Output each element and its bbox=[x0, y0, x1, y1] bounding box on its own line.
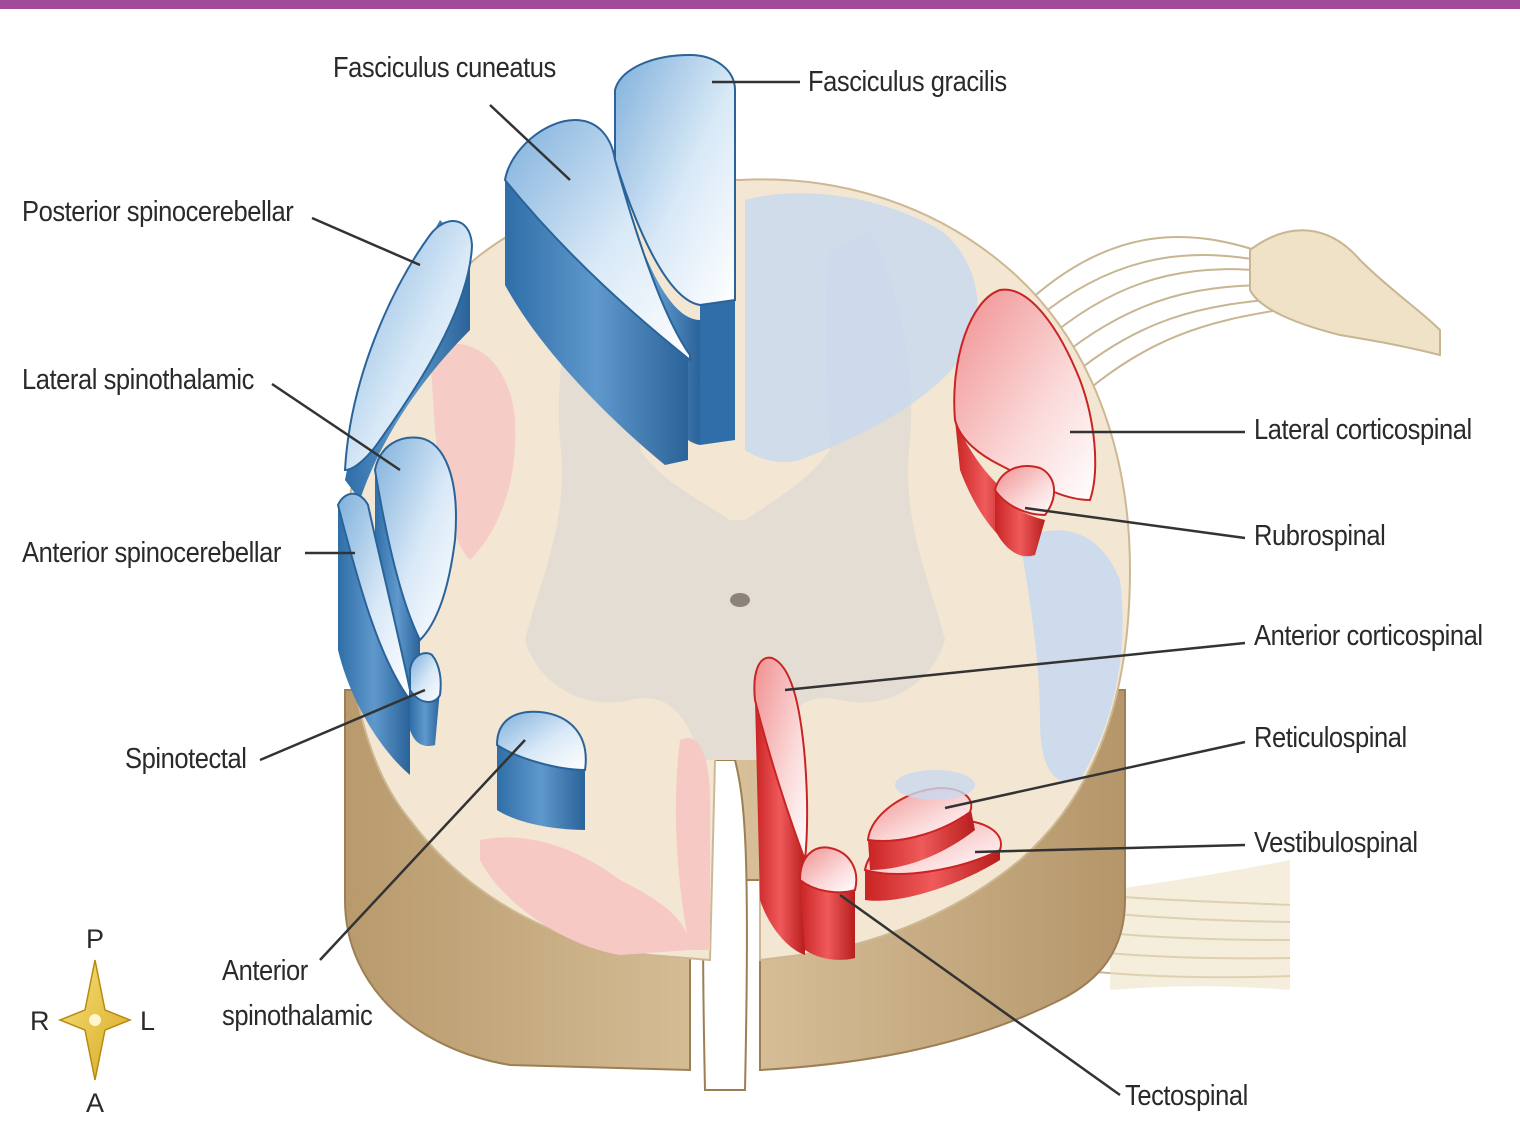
label-vestibulospinal: Vestibulospinal bbox=[1254, 827, 1418, 859]
label-anterior-spinothalamic-line2: spinothalamic bbox=[222, 1000, 373, 1032]
leader-lines bbox=[259, 80, 1246, 1097]
anterior-spinocerebellar bbox=[336, 492, 411, 704]
spinotectal bbox=[409, 652, 442, 703]
label-reticulospinal: Reticulospinal bbox=[1254, 722, 1407, 754]
compass-posterior-label: P bbox=[86, 924, 105, 954]
rubrospinal-side bbox=[995, 490, 1045, 557]
central-canal bbox=[730, 593, 750, 607]
fasciculus-gracilis-side-right bbox=[700, 300, 735, 445]
label-anterior-spinocerebellar: Anterior spinocerebellar bbox=[22, 537, 281, 569]
label-rubrospinal: Rubrospinal bbox=[1254, 520, 1386, 552]
ventral-root-sheath bbox=[1110, 860, 1290, 990]
label-tectospinal: Tectospinal bbox=[1125, 1080, 1248, 1112]
pale-dorsal-column-left bbox=[745, 193, 978, 462]
label-anterior-spinothalamic-line1: Anterior bbox=[222, 955, 308, 987]
pale-lateral-left bbox=[1020, 530, 1123, 782]
anterior-corticospinal-side bbox=[755, 700, 805, 955]
label-lateral-corticospinal: Lateral corticospinal bbox=[1254, 414, 1472, 446]
top-accent-bar bbox=[0, 0, 1520, 9]
label-fasciculus-cuneatus: Fasciculus cuneatus bbox=[333, 52, 556, 84]
anterior-spinothalamic bbox=[495, 710, 587, 772]
pale-red-anterior-right bbox=[480, 837, 690, 955]
posterior-spinocerebellar bbox=[343, 220, 474, 472]
label-posterior-spinocerebellar: Posterior spinocerebellar bbox=[22, 196, 294, 228]
compass-right-label: R bbox=[30, 1006, 50, 1036]
fasciculus-gracilis bbox=[614, 53, 736, 307]
reticulospinal-pale bbox=[895, 770, 975, 800]
tectospinal bbox=[798, 846, 858, 894]
pale-red-medial-right bbox=[675, 738, 710, 950]
reticulospinal bbox=[866, 786, 973, 842]
fasciculus-cuneatus bbox=[503, 118, 691, 363]
compass-star-icon bbox=[57, 959, 133, 1081]
anterior-spinothalamic-side bbox=[497, 745, 585, 830]
compass-left-label: L bbox=[140, 1006, 156, 1036]
label-anterior-corticospinal: Anterior corticospinal bbox=[1254, 620, 1483, 652]
tectospinal-side bbox=[800, 880, 855, 960]
fasciculus-cuneatus-side bbox=[505, 180, 688, 465]
lateral-spinothalamic bbox=[373, 436, 457, 642]
lateral-corticospinal bbox=[953, 288, 1097, 502]
rubrospinal bbox=[993, 465, 1055, 517]
label-spinotectal: Spinotectal bbox=[125, 743, 247, 775]
label-lateral-spinothalamic: Lateral spinothalamic bbox=[22, 364, 254, 396]
compass-anterior-label: A bbox=[86, 1088, 105, 1118]
anterior-corticospinal bbox=[753, 656, 809, 861]
label-fasciculus-gracilis: Fasciculus gracilis bbox=[808, 66, 1007, 98]
dorsal-root-ganglion bbox=[1249, 229, 1441, 357]
